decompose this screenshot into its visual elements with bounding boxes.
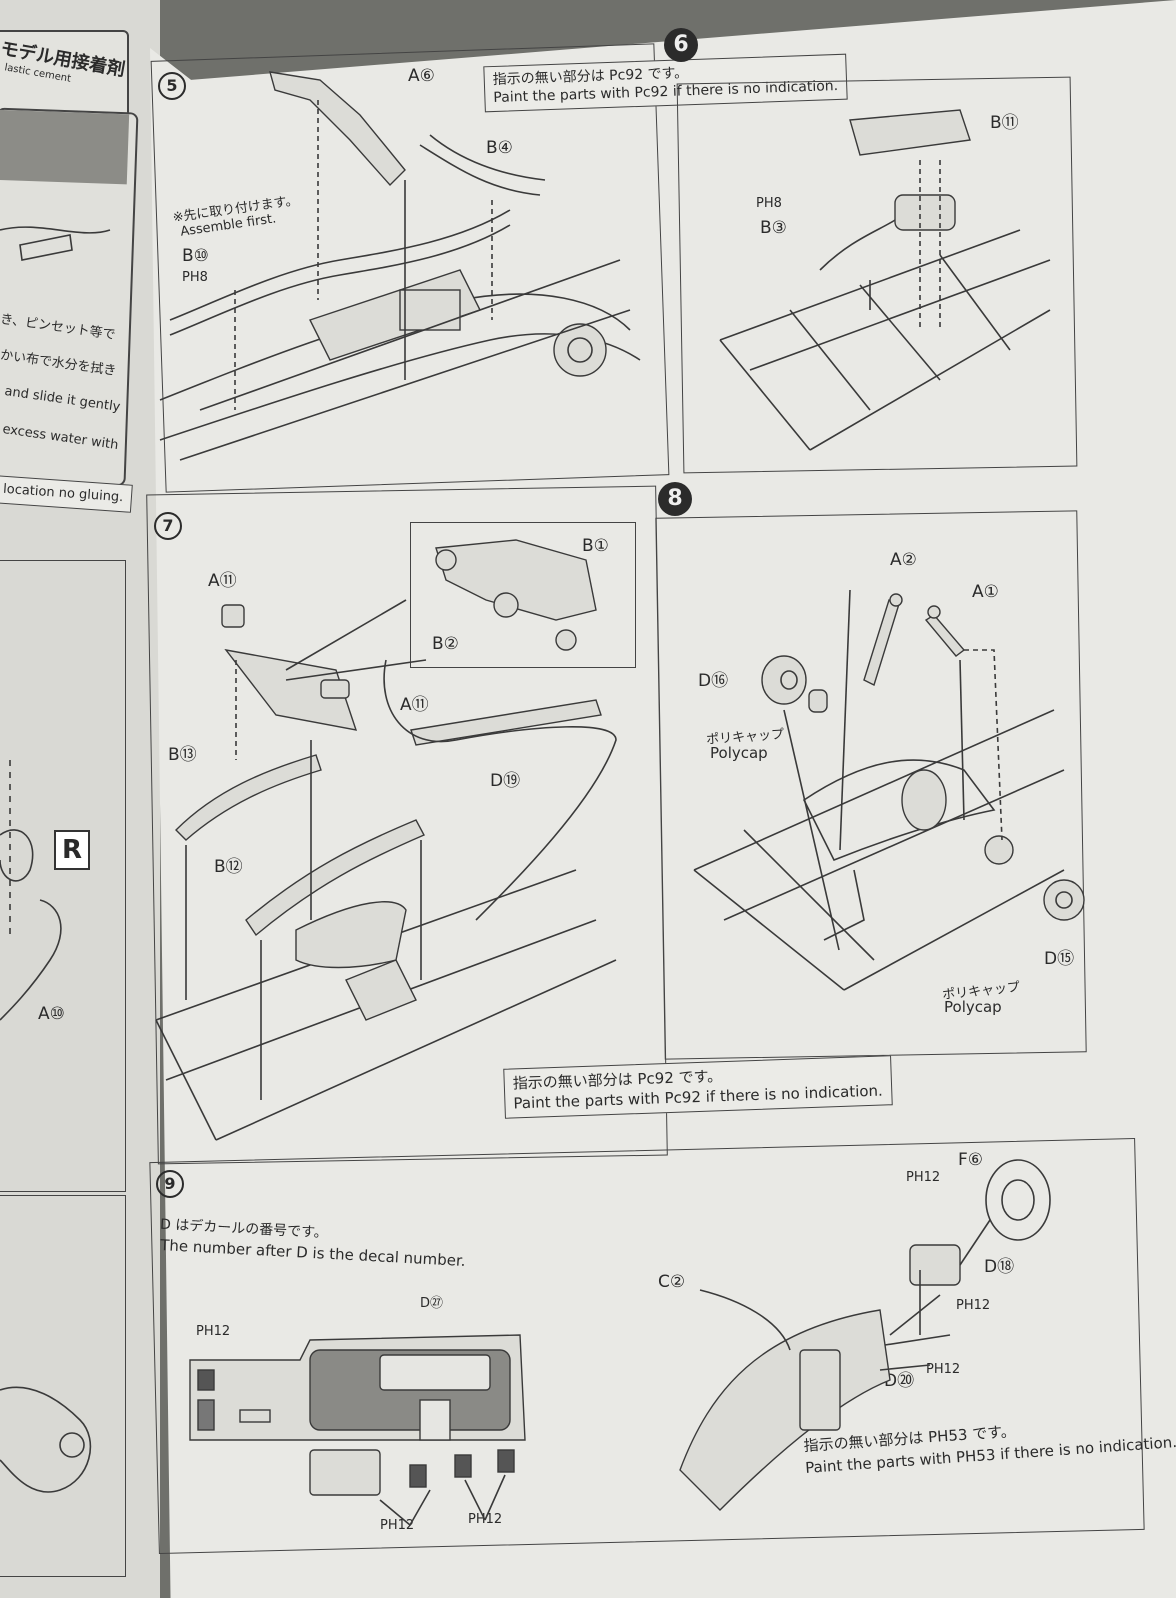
step5-number: 5 [158,72,186,100]
step9-paint-ph12-f: PH12 [926,1362,961,1377]
step8-part-a1: A① [972,582,999,602]
left-page-sketch [0,226,111,1493]
step6-diagram [719,109,1051,451]
left-bottom-box [0,1195,126,1577]
step5-diagram [159,71,641,461]
step7-part-d19: D⑲ [490,771,521,791]
step7-part-b2: B② [432,634,459,654]
step5-paint-ph8: PH8 [182,270,208,285]
step6-part-b3: B③ [760,218,787,238]
step7-part-a11-mid: A⑪ [400,695,429,715]
step9-paint-ph12-a: PH12 [196,1324,231,1339]
step7-part-b1: B① [582,536,609,556]
step7-inset [410,522,636,668]
step5-part-b4: B④ [486,138,513,158]
step7-part-b12: B⑫ [214,857,243,877]
left-part-a10: A⑩ [38,1004,65,1024]
step9-part-d27: D㉗ [420,1296,444,1311]
step8-number: 8 [658,482,692,516]
step9-paint-ph12-d: PH12 [906,1170,941,1185]
step9-part-f6: F⑥ [958,1150,984,1170]
left-page: モデル用接着剤 lastic cement き、ピンセット等で かい布で水分を拭… [0,0,160,1598]
step8-part-d16: D⑯ [698,671,729,691]
step7-part-a11-top: A⑪ [208,571,237,591]
step9-part-d18: D⑱ [984,1257,1015,1277]
r-badge-label: R [61,835,83,865]
step6-part-b11: B⑪ [990,113,1019,133]
step5-part-a6: A⑥ [408,66,435,86]
step8-part-a2: A② [890,550,917,570]
step8-polycap1-en: Polycap [710,744,768,762]
step9-paint-ph12-e: PH12 [956,1298,991,1313]
step9-part-d20: D⑳ [884,1371,915,1391]
r-badge: R [54,830,90,870]
instruction-page [150,0,1176,1598]
step8-polycap2-en: Polycap [944,998,1002,1016]
step9-number: 9 [156,1170,184,1198]
step7-number: 7 [154,512,182,540]
step6-number: 6 [664,28,698,62]
step5-part-b10: B⑩ [182,246,209,266]
step8-diagram [693,589,1085,991]
step7-part-b13: B⑬ [168,745,197,765]
step7-diagram [155,539,617,1141]
step9-diagram [189,1159,1051,1526]
left-diagram-box [0,560,126,1192]
step8-part-d15: D⑮ [1044,949,1075,969]
step9-part-c2: C② [658,1272,686,1292]
step6-paint-ph8: PH8 [756,196,782,211]
